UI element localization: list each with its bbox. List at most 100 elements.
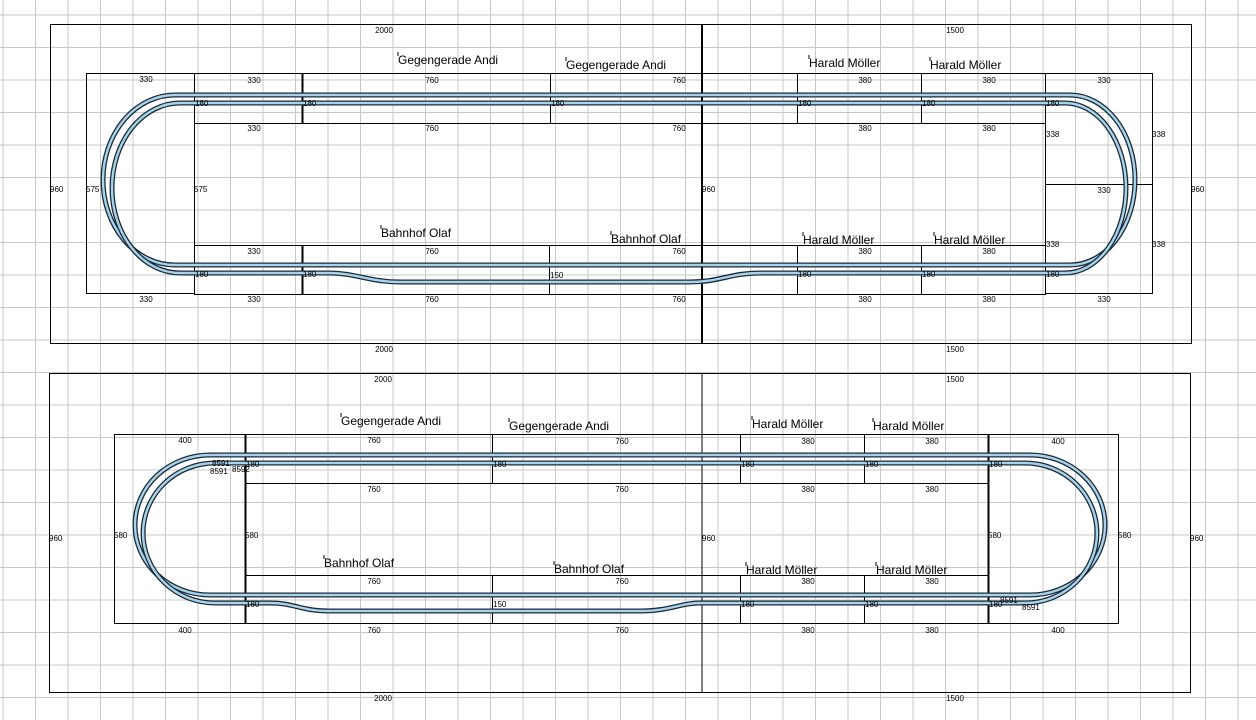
section-name-label: Harald Möller bbox=[809, 56, 880, 70]
track-length-label: 180 bbox=[989, 460, 1003, 469]
track-length-label: 180 bbox=[741, 460, 755, 469]
part-number-label: 8591 bbox=[1000, 596, 1018, 605]
board-dimension-label: 380 bbox=[925, 577, 939, 586]
board-dimension-label: 330 bbox=[1097, 295, 1111, 304]
section-name-label: Bahnhof Olaf bbox=[324, 556, 395, 570]
track-length-label: 180 bbox=[551, 99, 565, 108]
section-name-label: Bahnhof Olaf bbox=[554, 562, 625, 576]
board-dimension-label: 760 bbox=[367, 626, 381, 635]
track-length-label: 180 bbox=[303, 270, 317, 279]
board-dimension-label: 380 bbox=[858, 76, 872, 85]
board-dimension-label: 760 bbox=[367, 577, 381, 586]
board-dimension-label: 380 bbox=[801, 577, 815, 586]
track-length-label: 180 bbox=[865, 600, 879, 609]
board-dimension-label: 380 bbox=[925, 485, 939, 494]
board-dimension-label: 330 bbox=[1097, 76, 1111, 85]
board-dimension-label: 760 bbox=[672, 124, 686, 133]
track-length-label: 180 bbox=[1046, 99, 1060, 108]
board-dimension-label: 760 bbox=[615, 626, 629, 635]
section-name-label: Harald Möller bbox=[934, 233, 1005, 247]
track-length-label: 150 bbox=[493, 600, 507, 609]
track-outer-loop[interactable] bbox=[132, 452, 1108, 598]
part-number-label: 8591 bbox=[210, 467, 228, 476]
board-dimension-label: 338 bbox=[1152, 240, 1166, 249]
board-dimension-label: 760 bbox=[425, 76, 439, 85]
track-length-label: 180 bbox=[741, 600, 755, 609]
board-dimension-label: 330 bbox=[139, 75, 153, 84]
board-dimension-label: 380 bbox=[982, 295, 996, 304]
board-dimension-label: 580 bbox=[988, 531, 1002, 540]
module-depth-label: 960 bbox=[1191, 185, 1205, 194]
module-length-label: 2000 bbox=[374, 375, 392, 384]
track-inner-loop[interactable] bbox=[109, 100, 1129, 285]
board-dimension-label: 575 bbox=[86, 185, 100, 194]
module-depth-label: 960 bbox=[1190, 534, 1204, 543]
track-length-label: 180 bbox=[922, 99, 936, 108]
board-dimension-label: 760 bbox=[615, 485, 629, 494]
board-dimension-label: 380 bbox=[982, 247, 996, 256]
track-length-label: 180 bbox=[798, 270, 812, 279]
board-dimension-label: 580 bbox=[1118, 531, 1132, 540]
part-number-label: 8591 bbox=[1022, 603, 1040, 612]
section-name-label: Gegengerade Andi bbox=[341, 414, 441, 428]
board-dimension-label: 338 bbox=[1152, 130, 1166, 139]
board-dimension-label: 380 bbox=[801, 485, 815, 494]
board-dimension-label: 380 bbox=[858, 247, 872, 256]
board-dimension-label: 760 bbox=[615, 577, 629, 586]
section-name-label: Gegengerade Andi bbox=[509, 419, 609, 433]
module-depth-label: 960 bbox=[702, 534, 716, 543]
section-name-label: Bahnhof Olaf bbox=[381, 226, 452, 240]
board-dimension-label: 380 bbox=[925, 437, 939, 446]
section-name-label: Harald Möller bbox=[752, 417, 823, 431]
track-outer-loop[interactable] bbox=[100, 92, 1138, 268]
board-dimension-label: 338 bbox=[1046, 130, 1060, 139]
part-number-label: 8592 bbox=[232, 465, 250, 474]
track-length-label: 180 bbox=[865, 460, 879, 469]
track-length-label: 180 bbox=[303, 99, 317, 108]
board-dimension-label: 760 bbox=[367, 485, 381, 494]
board-dimension-label: 760 bbox=[672, 295, 686, 304]
section-name-label: Harald Möller bbox=[746, 563, 817, 577]
board-dimension-label: 380 bbox=[982, 124, 996, 133]
board-dimension-label: 380 bbox=[858, 295, 872, 304]
section-name-label: Gegengerade Andi bbox=[398, 53, 498, 67]
board-dimension-label: 400 bbox=[1051, 437, 1065, 446]
board-dimension-label: 760 bbox=[425, 124, 439, 133]
section-name-label: Bahnhof Olaf bbox=[611, 232, 682, 246]
section-name-label: Harald Möller bbox=[873, 419, 944, 433]
section-name-label: Harald Möller bbox=[876, 563, 947, 577]
board-dimension-label: 330 bbox=[247, 124, 261, 133]
track-length-label: 180 bbox=[246, 600, 260, 609]
board-outlines bbox=[114, 434, 1119, 624]
track-length-label: 180 bbox=[493, 460, 507, 469]
board-dimension-label: 380 bbox=[801, 626, 815, 635]
track-length-label: 180 bbox=[246, 460, 260, 469]
part-number-label: 8591 bbox=[212, 459, 230, 468]
board-dimension-label: 760 bbox=[425, 295, 439, 304]
section-name-label: Gegengerade Andi bbox=[566, 58, 666, 72]
track-length-label: 180 bbox=[1046, 270, 1060, 279]
module-length-label: 2000 bbox=[374, 694, 392, 703]
track-length-label: 180 bbox=[989, 600, 1003, 609]
board-dimension-label: 330 bbox=[247, 76, 261, 85]
track-length-label: 180 bbox=[922, 270, 936, 279]
track-inner-loop[interactable] bbox=[140, 460, 1100, 614]
board-outlines bbox=[86, 73, 1153, 295]
module-depth-label: 960 bbox=[49, 534, 63, 543]
board-dimension-label: 760 bbox=[615, 437, 629, 446]
board-dimension-label: 330 bbox=[139, 295, 153, 304]
module-length-label: 1500 bbox=[946, 375, 964, 384]
board-dimension-label: 760 bbox=[425, 247, 439, 256]
module-frame bbox=[50, 24, 1192, 344]
board-dimension-label: 760 bbox=[367, 436, 381, 445]
board-dimension-label: 575 bbox=[194, 185, 208, 194]
module-length-label: 1500 bbox=[946, 26, 964, 35]
track-length-label: 150 bbox=[550, 271, 564, 280]
board-dimension-label: 400 bbox=[178, 436, 192, 445]
